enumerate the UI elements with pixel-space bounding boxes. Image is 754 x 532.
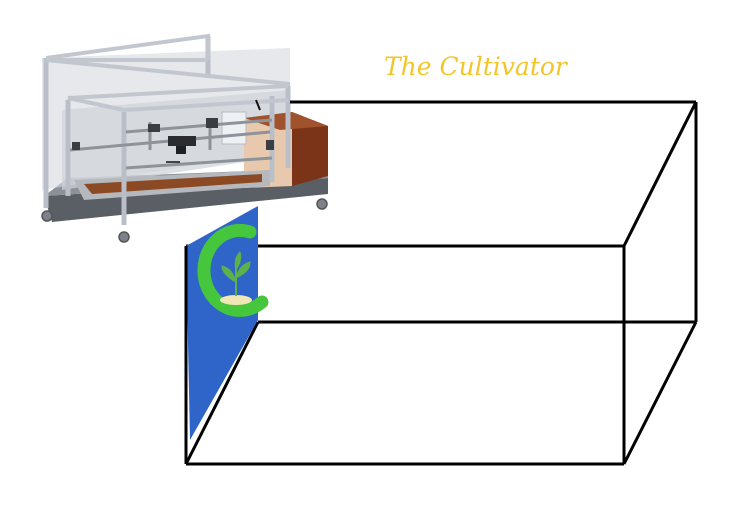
seedling-icon xyxy=(221,251,251,296)
display-box-outline xyxy=(184,100,698,466)
cultivator-machine-illustration xyxy=(41,33,328,243)
page-title: The Cultivator xyxy=(384,52,567,81)
cultivator-c-logo xyxy=(197,223,269,317)
